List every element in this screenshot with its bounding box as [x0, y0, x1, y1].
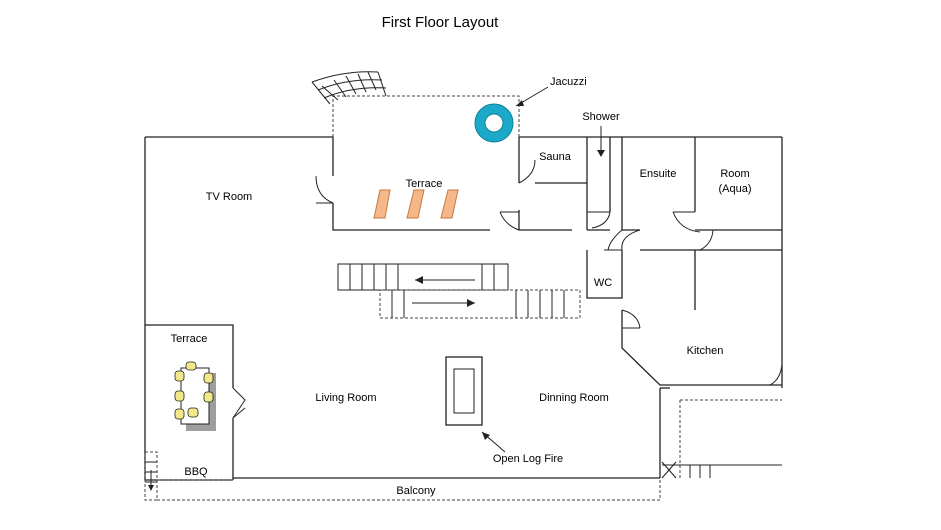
jacuzzi: [474, 103, 514, 143]
arrow-jacuzzi: [515, 86, 549, 107]
label-bbq: BBQ: [184, 466, 208, 478]
label-sauna: Sauna: [539, 151, 572, 163]
open-log-fire: [445, 356, 483, 426]
label-balcony: Balcony: [396, 485, 436, 497]
lounger: [373, 189, 391, 219]
label-room-sub: (Aqua): [718, 183, 751, 195]
lounger: [406, 189, 425, 219]
chair: [203, 372, 214, 384]
sun-loungers: [373, 189, 459, 219]
label-kitchen: Kitchen: [687, 345, 724, 357]
door-tv-terrace: [315, 175, 334, 204]
terrace-top-outline: [332, 95, 520, 137]
chair: [174, 408, 185, 420]
kitchen-block: [621, 250, 783, 386]
jacuzzi-inner: [484, 113, 504, 133]
label-shower: Shower: [582, 111, 620, 123]
label-dinning-room: Dinning Room: [539, 392, 609, 404]
label-terrace-left: Terrace: [171, 333, 208, 345]
terrace-left-block: [145, 324, 246, 480]
chair: [174, 370, 185, 382]
label-open-log-fire: Open Log Fire: [493, 453, 563, 465]
arrow-fire: [481, 431, 506, 453]
outer-walls: [144, 136, 783, 481]
staircase: [337, 263, 581, 319]
chair: [187, 407, 199, 418]
balcony: [157, 478, 661, 501]
chair: [185, 361, 197, 371]
floor-plan-title: First Floor Layout: [382, 14, 500, 31]
outdoor-dining-set: [174, 361, 216, 431]
arrow-shower: [597, 126, 605, 157]
sauna-block: [499, 137, 611, 231]
outside-steps-right: [661, 399, 782, 479]
label-tv-room: TV Room: [206, 191, 252, 203]
chair: [203, 391, 214, 403]
label-wc: WC: [594, 277, 612, 289]
terrace-steps: [311, 71, 387, 105]
label-ensuite: Ensuite: [640, 168, 677, 180]
bbq-steps: [144, 451, 158, 501]
wc-block: [586, 229, 641, 299]
label-living-room: Living Room: [315, 392, 376, 404]
chair: [174, 390, 185, 402]
ensuite-room-block: [621, 137, 782, 251]
label-terrace-top: Terrace: [406, 178, 443, 190]
label-room: Room: [720, 168, 749, 180]
label-jacuzzi: Jacuzzi: [550, 76, 587, 88]
lounger: [440, 189, 459, 219]
